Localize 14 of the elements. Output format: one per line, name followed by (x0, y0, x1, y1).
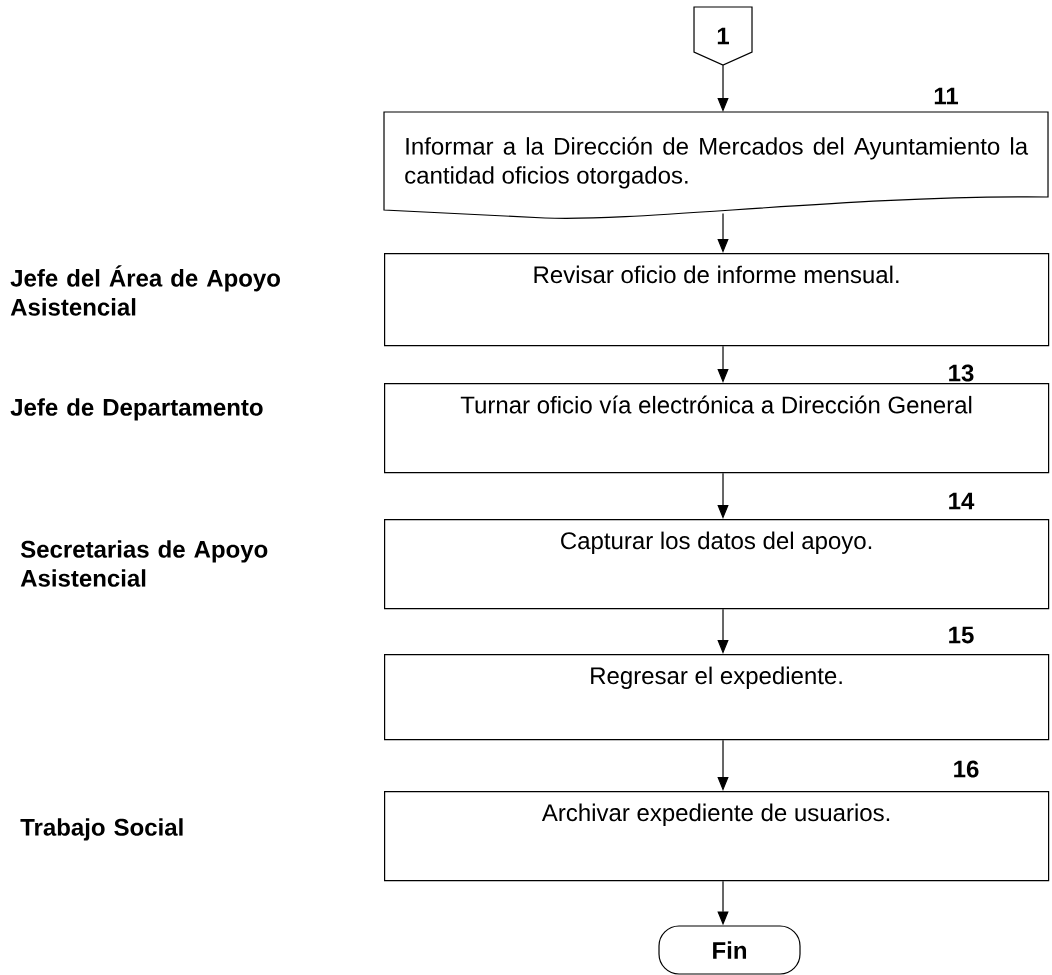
process-box: Regresar el expediente. (384, 654, 1050, 741)
step-number: 14 (949, 492, 975, 510)
role-label: Trabajo Social (20, 818, 183, 841)
step-number: 15 (949, 626, 974, 644)
process-box: Archivar expediente de usuarios. (384, 791, 1050, 882)
role-label: Jefe de Departamento (10, 398, 263, 421)
process-box: Capturar los datos del apoyo. (384, 519, 1050, 610)
step-number: 13 (949, 364, 974, 382)
process-box: Turnar oficio vía electrónica a Dirección General (384, 383, 1050, 474)
step-number: 16 (954, 760, 979, 778)
role-label: Secretarias de Apoyo Asistencial (20, 540, 268, 587)
step-number: 11 (934, 87, 958, 105)
process-box: Revisar oficio de informe mensual. (384, 253, 1050, 347)
role-label: Jefe del Área de Apoyo Asistencial (10, 265, 280, 316)
